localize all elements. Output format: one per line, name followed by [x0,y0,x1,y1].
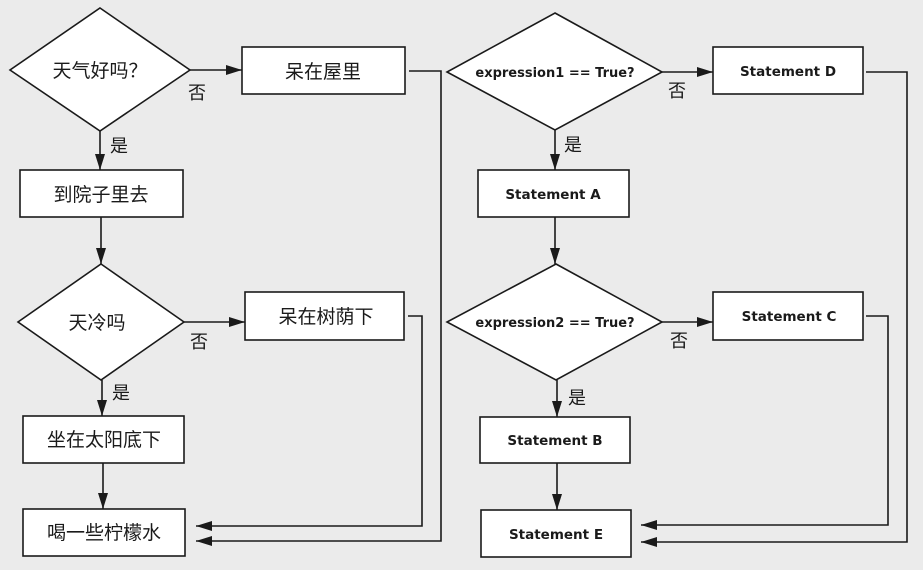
process-box [479,416,631,464]
process-box [480,509,632,558]
yes-label: 是 [564,135,582,156]
decision-text: expression2 == True? [475,316,634,331]
statement-e: Statement E [480,509,632,558]
arrow-c-to-e [641,315,889,530]
process-text: 喝一些柠檬水 [47,522,161,544]
left-flowchart: 天气好吗？ 否 呆在屋里 是 到院子里去 天冷吗 否 呆在树荫下 [8,7,442,557]
process-box [22,508,186,557]
process-box [22,415,185,464]
decision-diamond [16,263,186,381]
process-box [244,291,405,341]
no-label: 否 [670,331,688,352]
decision-is-cold: 天冷吗 [16,263,186,381]
process-text: 到院子里去 [53,184,148,206]
arrow-inside-to-drink [196,70,442,546]
process-stay-inside: 呆在屋里 [241,46,406,95]
decision-expression1: expression1 == True? [445,12,664,131]
process-stay-shade: 呆在树荫下 [244,291,405,341]
statement-d: Statement D [712,46,864,95]
no-label: 否 [190,332,208,353]
right-flowchart: expression1 == True? 否 Statement D 是 Sta… [445,12,908,558]
process-text: 呆在屋里 [285,61,361,83]
yes-label: 是 [568,388,586,409]
process-text: Statement C [742,309,837,325]
process-box [712,46,864,95]
decision-text: 天气好吗？ [52,60,147,82]
decision-expression2: expression2 == True? [445,263,664,381]
statement-b: Statement B [479,416,631,464]
process-text: Statement E [509,527,603,543]
process-text: Statement D [740,64,836,80]
no-label: 否 [668,81,686,102]
decision-diamond [445,263,664,381]
process-box [712,291,864,341]
process-box [477,169,630,218]
process-drink-lemonade: 喝一些柠檬水 [22,508,186,557]
process-sit-sun: 坐在太阳底下 [22,415,185,464]
process-text: 坐在太阳底下 [47,429,161,451]
decision-text: 天冷吗 [68,312,125,334]
process-box [241,46,406,95]
statement-a: Statement A [477,169,630,218]
decision-text: expression1 == True? [475,66,634,81]
process-go-yard: 到院子里去 [19,169,184,218]
no-label: 否 [188,83,206,104]
yes-label: 是 [112,383,130,404]
statement-c: Statement C [712,291,864,341]
decision-weather-good: 天气好吗？ [8,7,192,132]
process-text: Statement B [507,433,602,449]
process-text: Statement A [505,187,601,203]
yes-label: 是 [110,136,128,157]
process-text: 呆在树荫下 [278,306,373,328]
arrow-shade-to-drink [196,315,423,531]
arrow-d-to-e [641,71,908,547]
